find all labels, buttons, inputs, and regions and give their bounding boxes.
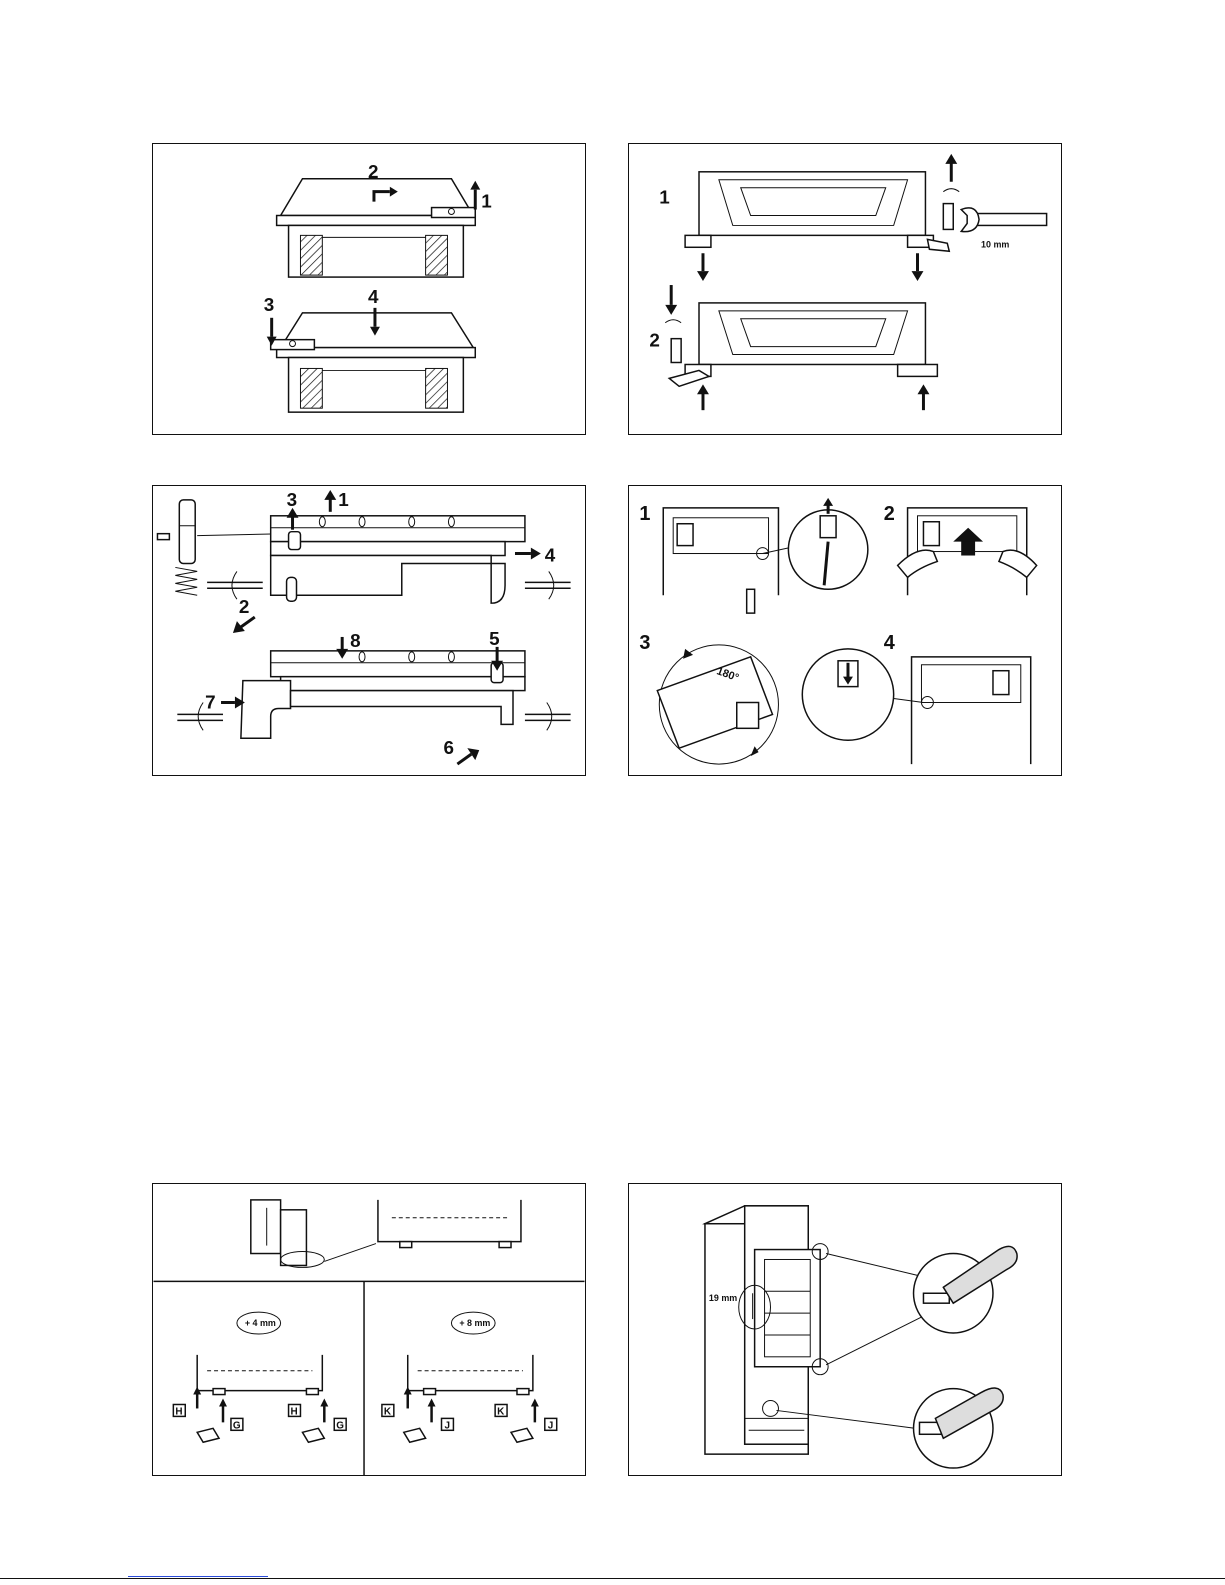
step-label-2: 2: [239, 596, 250, 617]
lower-bracket: [241, 651, 525, 738]
step-label-4: 4: [368, 286, 379, 307]
part-label-g-right: G: [336, 1420, 344, 1431]
hinge-bracket-illustration: 3 1 4 2 5 8 7 6: [153, 486, 585, 775]
upper-bracket: [271, 516, 525, 603]
step-label-1: 1: [659, 187, 670, 208]
foot-hinge-illustration: 1 2 10 mm: [629, 144, 1061, 434]
step1-cabinet: [663, 498, 868, 613]
part-label-h-right: H: [291, 1406, 298, 1417]
step-label-2: 2: [884, 503, 895, 525]
footer-link-underline[interactable]: [128, 1576, 268, 1577]
install-detail-top: [914, 1246, 1018, 1333]
step-label-5: 5: [489, 628, 500, 649]
step-label-4: 4: [884, 632, 895, 654]
step-label-3: 3: [264, 294, 275, 315]
spacer-panel-8mm: [382, 1312, 557, 1442]
hinge-swap-illustration: 2 1 3 4: [153, 144, 585, 434]
step-label-6: 6: [443, 737, 454, 758]
install-detail-bottom: [914, 1388, 1004, 1468]
wrench-size-label: 10 mm: [981, 239, 1009, 249]
figure-lamp-cover: 1 2 3 4 180°: [628, 485, 1062, 776]
figure-height-spacers: + 4 mm + 8 mm H G H G K J K J: [152, 1183, 586, 1476]
gap-dimension-label: 19 mm: [709, 1293, 737, 1303]
step2-cabinet: [898, 508, 1037, 595]
part-label-k-right: K: [497, 1406, 505, 1417]
step-label-3: 3: [639, 632, 650, 654]
figure-hinge-bracket: 3 1 4 2 5 8 7 6: [152, 485, 586, 776]
footer-rule: [0, 1578, 1225, 1579]
figure-niche-install: 19 mm: [628, 1183, 1062, 1476]
part-label-j-right: J: [548, 1420, 554, 1431]
lamp-cover-illustration: 1 2 3 4 180°: [629, 486, 1061, 775]
step-label-1: 1: [338, 489, 349, 510]
step-label-2: 2: [368, 161, 379, 182]
hinge-pin-detail: [157, 500, 288, 595]
step4-cabinet: [802, 649, 1030, 764]
figure-hinge-swap: 2 1 3 4: [152, 143, 586, 435]
kitchen-niche: [705, 1206, 922, 1454]
height-spacers-illustration: + 4 mm + 8 mm H G H G K J K J: [153, 1184, 585, 1475]
part-label-h-left: H: [175, 1406, 182, 1417]
figure-foot-hinge: 1 2 10 mm: [628, 143, 1062, 435]
part-label-j-left: J: [444, 1420, 450, 1431]
step-label-7: 7: [205, 691, 216, 712]
step-label-1: 1: [639, 503, 650, 525]
step3-cover-rotate: [657, 645, 778, 764]
part-label-g-left: G: [233, 1420, 241, 1431]
spacer-panel-4mm: [173, 1312, 346, 1442]
step-label-3: 3: [287, 489, 298, 510]
upper-appliance-top: [277, 179, 476, 277]
part-label-k-left: K: [384, 1406, 392, 1417]
spacer-large-label: + 8 mm: [459, 1318, 490, 1328]
lower-appliance-bottom: [669, 303, 937, 386]
step-label-8: 8: [350, 630, 361, 651]
step-label-2: 2: [649, 330, 660, 351]
niche-overview: [251, 1200, 521, 1268]
spacer-small-label: + 4 mm: [245, 1318, 276, 1328]
step-label-4: 4: [545, 544, 556, 565]
step-label-1: 1: [481, 191, 492, 212]
niche-install-illustration: 19 mm: [629, 1184, 1061, 1475]
